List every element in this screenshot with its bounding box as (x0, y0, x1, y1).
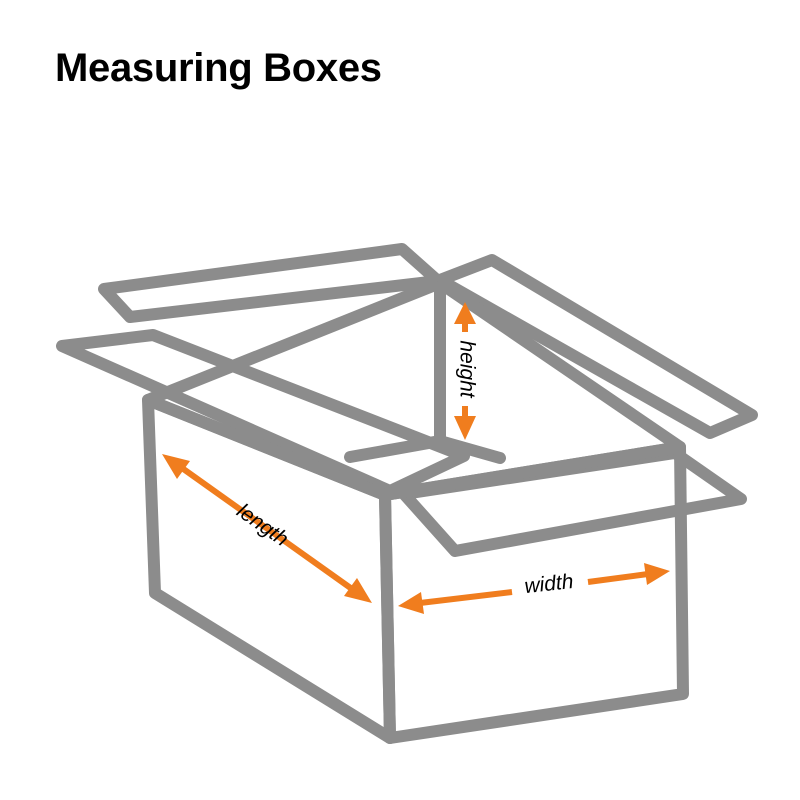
height-arrow-head-start (454, 302, 476, 324)
face-front-right (379, 441, 689, 744)
length-arrow-head-start (162, 454, 190, 479)
inner-floor-edge (344, 435, 506, 464)
box-outline (56, 243, 758, 744)
height-arrow-head-end (454, 416, 476, 440)
width-label: width (523, 570, 574, 598)
length-arrow (162, 454, 372, 603)
width-arrow (398, 563, 670, 614)
length-label: length (233, 499, 293, 551)
flap-left (56, 329, 470, 497)
flap-back-right (434, 254, 758, 439)
width-arrow-head-start (398, 592, 424, 614)
height-label: height (455, 340, 478, 398)
length-arrow-head-end (344, 578, 372, 603)
page-title: Measuring Boxes (55, 46, 382, 90)
height-arrow (454, 302, 476, 440)
width-arrow-head-end (644, 563, 670, 585)
